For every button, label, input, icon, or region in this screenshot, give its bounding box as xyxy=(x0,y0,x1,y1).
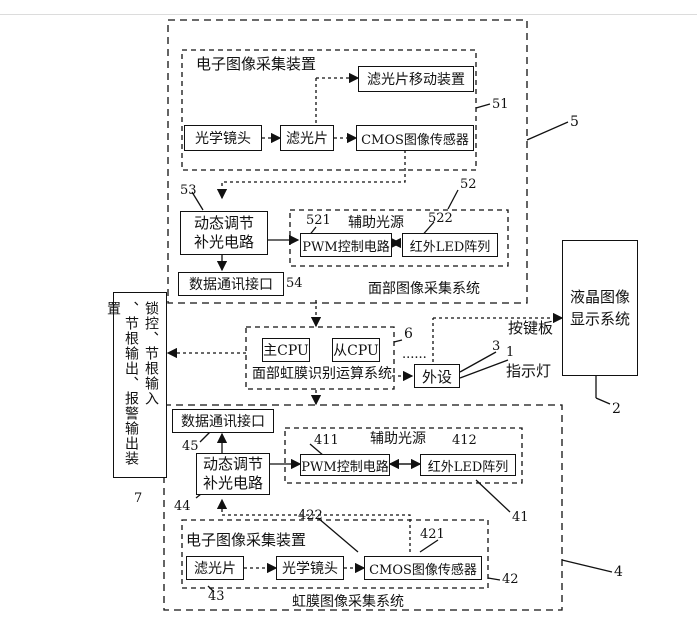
label-45: 45 xyxy=(182,439,199,454)
cpu-dots: ...... xyxy=(402,347,427,362)
lock-device-col2: 、节根输出、报警输出装置 xyxy=(105,301,139,466)
label-6: 6 xyxy=(404,326,413,342)
indicator-label: 指示灯 xyxy=(506,362,552,380)
iris-aux-light-frame xyxy=(284,427,523,484)
iris-pwm-box: PWM控制电路 xyxy=(300,454,390,476)
face-electronic-frame xyxy=(181,49,477,171)
label-421: 421 xyxy=(420,527,445,542)
face-dynamic-fill-line2: 补光电路 xyxy=(193,233,254,251)
label-412: 412 xyxy=(452,433,477,448)
keypad-label: 按键板 xyxy=(508,319,554,337)
face-pwm-box: PWM控制电路 xyxy=(300,233,392,257)
cpu-system-title: 面部虹膜识别运算系统 xyxy=(252,366,392,382)
face-system-title: 面部图像采集系统 xyxy=(368,281,480,297)
iris-dynamic-fill-line2: 补光电路 xyxy=(202,474,263,492)
face-sensor-box: CMOS图像传感器 xyxy=(356,125,474,151)
iris-electronic-frame xyxy=(181,519,489,589)
face-filter-box: 滤光片 xyxy=(280,125,334,151)
peripheral-box: 外设 xyxy=(414,364,460,388)
face-electronic-title: 电子图像采集装置 xyxy=(196,55,317,73)
iris-system-title: 虹膜图像采集系统 xyxy=(292,594,404,610)
face-system-frame xyxy=(167,19,528,304)
face-led-box: 红外LED阵列 xyxy=(402,233,498,257)
lock-device-box: 锁控、节根输入 、节根输出、报警输出装置 xyxy=(105,292,167,478)
label-4: 4 xyxy=(614,564,623,580)
lock-device-col1: 锁控、节根输入 xyxy=(143,301,159,406)
face-dynamic-fill-box: 动态调节 补光电路 xyxy=(180,211,268,255)
iris-data-comm-box: 数据通讯接口 xyxy=(172,409,274,433)
label-52: 52 xyxy=(460,177,477,192)
face-aux-light-title: 辅助光源 xyxy=(348,215,404,231)
label-51: 51 xyxy=(492,97,509,112)
main-cpu-box: 主CPU xyxy=(262,338,310,362)
iris-system-frame xyxy=(163,404,563,611)
label-422: 422 xyxy=(298,508,323,523)
lcd-line2: 显示系统 xyxy=(569,310,630,328)
lcd-line1: 液晶图像 xyxy=(569,288,630,306)
top-divider xyxy=(0,14,697,15)
face-lens-box: 光学镜头 xyxy=(184,125,262,151)
label-5: 5 xyxy=(570,114,579,130)
label-2: 2 xyxy=(612,401,621,417)
label-3: 3 xyxy=(492,339,501,354)
label-44: 44 xyxy=(174,499,191,514)
label-522: 522 xyxy=(428,211,453,226)
filter-mover-box: 滤光片移动装置 xyxy=(358,66,474,92)
lcd-display-box: 液晶图像 显示系统 xyxy=(562,240,638,376)
iris-dynamic-fill-line1: 动态调节 xyxy=(202,455,263,473)
label-1: 1 xyxy=(506,345,515,360)
label-7: 7 xyxy=(134,491,143,506)
label-411: 411 xyxy=(314,433,339,448)
iris-filter-box: 滤光片 xyxy=(186,556,244,580)
iris-electronic-title: 电子图像采集装置 xyxy=(186,531,307,549)
iris-lens-box: 光学镜头 xyxy=(276,556,344,580)
iris-led-box: 红外LED阵列 xyxy=(420,454,516,476)
label-521: 521 xyxy=(306,213,331,228)
label-42: 42 xyxy=(502,572,519,587)
label-43: 43 xyxy=(208,589,225,604)
label-41: 41 xyxy=(512,510,529,525)
iris-aux-light-title: 辅助光源 xyxy=(370,431,426,447)
iris-dynamic-fill-box: 动态调节 补光电路 xyxy=(196,453,270,495)
slave-cpu-box: 从CPU xyxy=(332,338,380,362)
face-dynamic-fill-line1: 动态调节 xyxy=(193,214,254,232)
face-data-comm-box: 数据通讯接口 xyxy=(178,272,284,296)
label-54: 54 xyxy=(286,276,303,291)
label-53: 53 xyxy=(180,183,197,198)
iris-sensor-box: CMOS图像传感器 xyxy=(364,556,482,580)
face-aux-light-frame xyxy=(289,209,509,267)
